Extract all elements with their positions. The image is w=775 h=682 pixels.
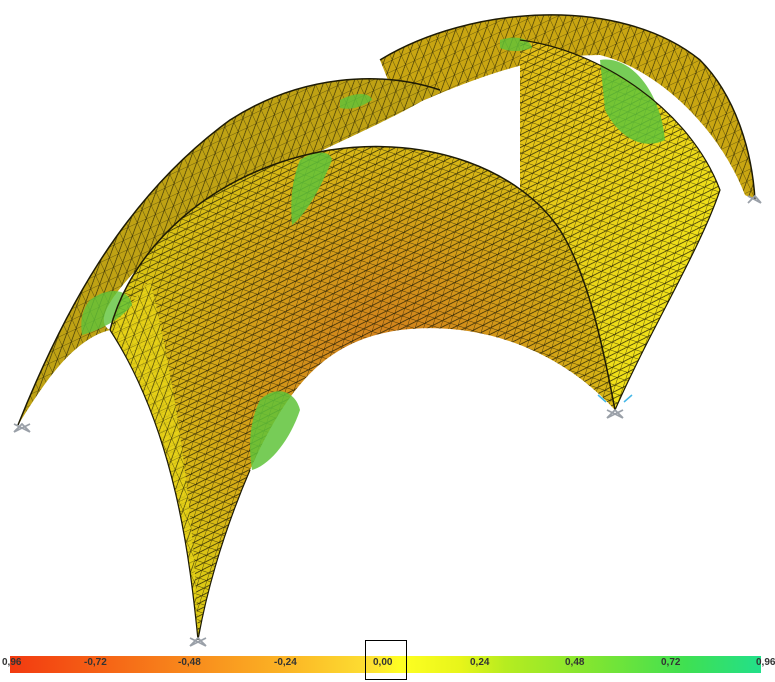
pin-support-icon[interactable] [13,422,31,433]
green-zone [250,391,300,470]
pin-support-icon[interactable] [189,636,207,647]
legend-label: 0,00 [373,657,393,668]
legend-label: 0,96 [2,657,22,668]
green-zone [340,94,372,109]
color-scale-legend [10,656,761,673]
legend-label: 0,24 [470,657,490,668]
legend-label: 0,72 [661,657,681,668]
legend-label: -0,24 [274,657,297,668]
pin-support-icon[interactable] [597,394,633,419]
legend-label: -0,72 [84,657,107,668]
legend-label: 0,96 [756,657,775,668]
legend-zero-selector[interactable] [365,640,407,680]
green-zone [291,152,332,225]
legend-label: -0,48 [178,657,201,668]
green-zone [600,59,665,144]
pin-support-icon[interactable] [747,194,762,204]
legend-label: 0,48 [565,657,585,668]
